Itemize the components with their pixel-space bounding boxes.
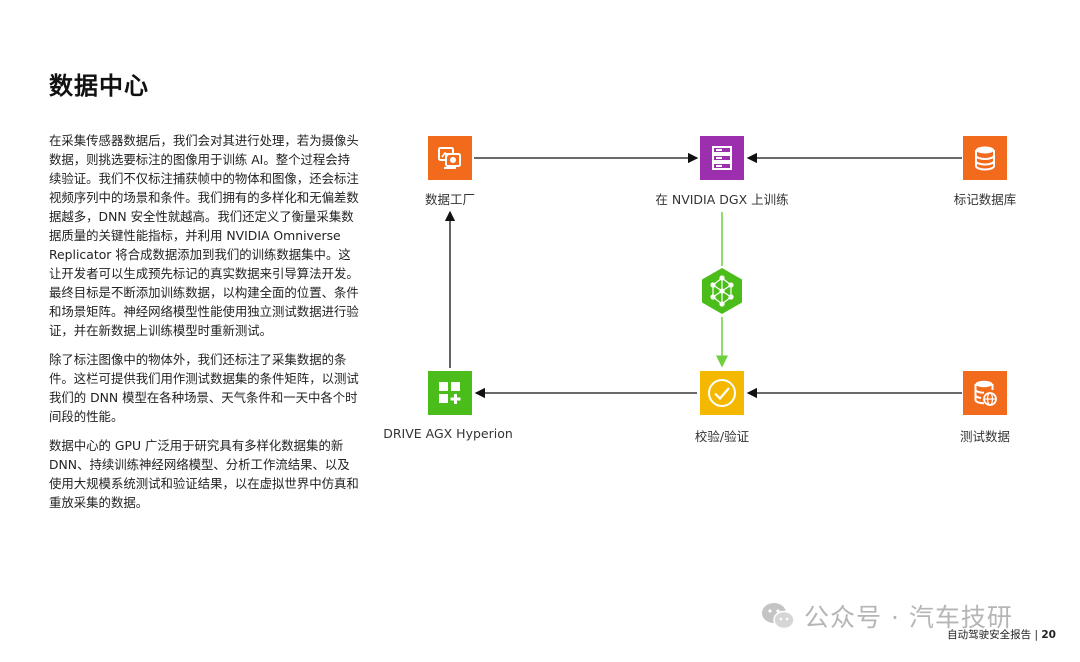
checkmark-icon [700,371,744,415]
page-number: 20 [1041,629,1056,641]
page-footer: 自动驾驶安全报告 | 20 [947,627,1056,642]
wechat-icon [762,603,795,630]
grid-plus-icon [428,371,472,415]
neural-network-icon [697,266,747,316]
database-globe-icon [963,371,1007,415]
body-text: 在采集传感器数据后，我们会对其进行处理，若为摄像头数据，则挑选要标注的图像用于训… [49,131,361,522]
database-icon [963,136,1007,180]
node-label-labeled-db: 标记数据库 [953,192,1017,207]
node-label-dgx-training: 在 NVIDIA DGX 上训练 [655,192,789,207]
paragraph: 在采集传感器数据后，我们会对其进行处理，若为摄像头数据，则挑选要标注的图像用于训… [49,133,359,338]
node-label-validation: 校验/验证 [694,429,750,444]
node-label-drive-hyperion: DRIVE AGX Hyperion [383,426,513,441]
paragraph: 数据中心的 GPU 广泛用于研究具有多样化数据集的新 DNN、持续训练神经网络模… [49,438,359,510]
node-label-test-data: 测试数据 [959,429,1011,444]
report-name: 自动驾驶安全报告 [947,629,1032,641]
page-title: 数据中心 [49,72,149,100]
node-label-data-factory: 数据工厂 [424,192,476,207]
server-rack-icon [700,136,744,180]
footer-separator: | [1034,629,1039,641]
watermark-text: 公众号 · 汽车技研 [804,603,1013,632]
paragraph: 除了标注图像中的物体外，我们还标注了采集数据的条件。这栏可提供我们用作测试数据集… [49,352,359,424]
watermark: 公众号 · 汽车技研 [760,598,1013,634]
data-factory-icon [428,136,472,180]
